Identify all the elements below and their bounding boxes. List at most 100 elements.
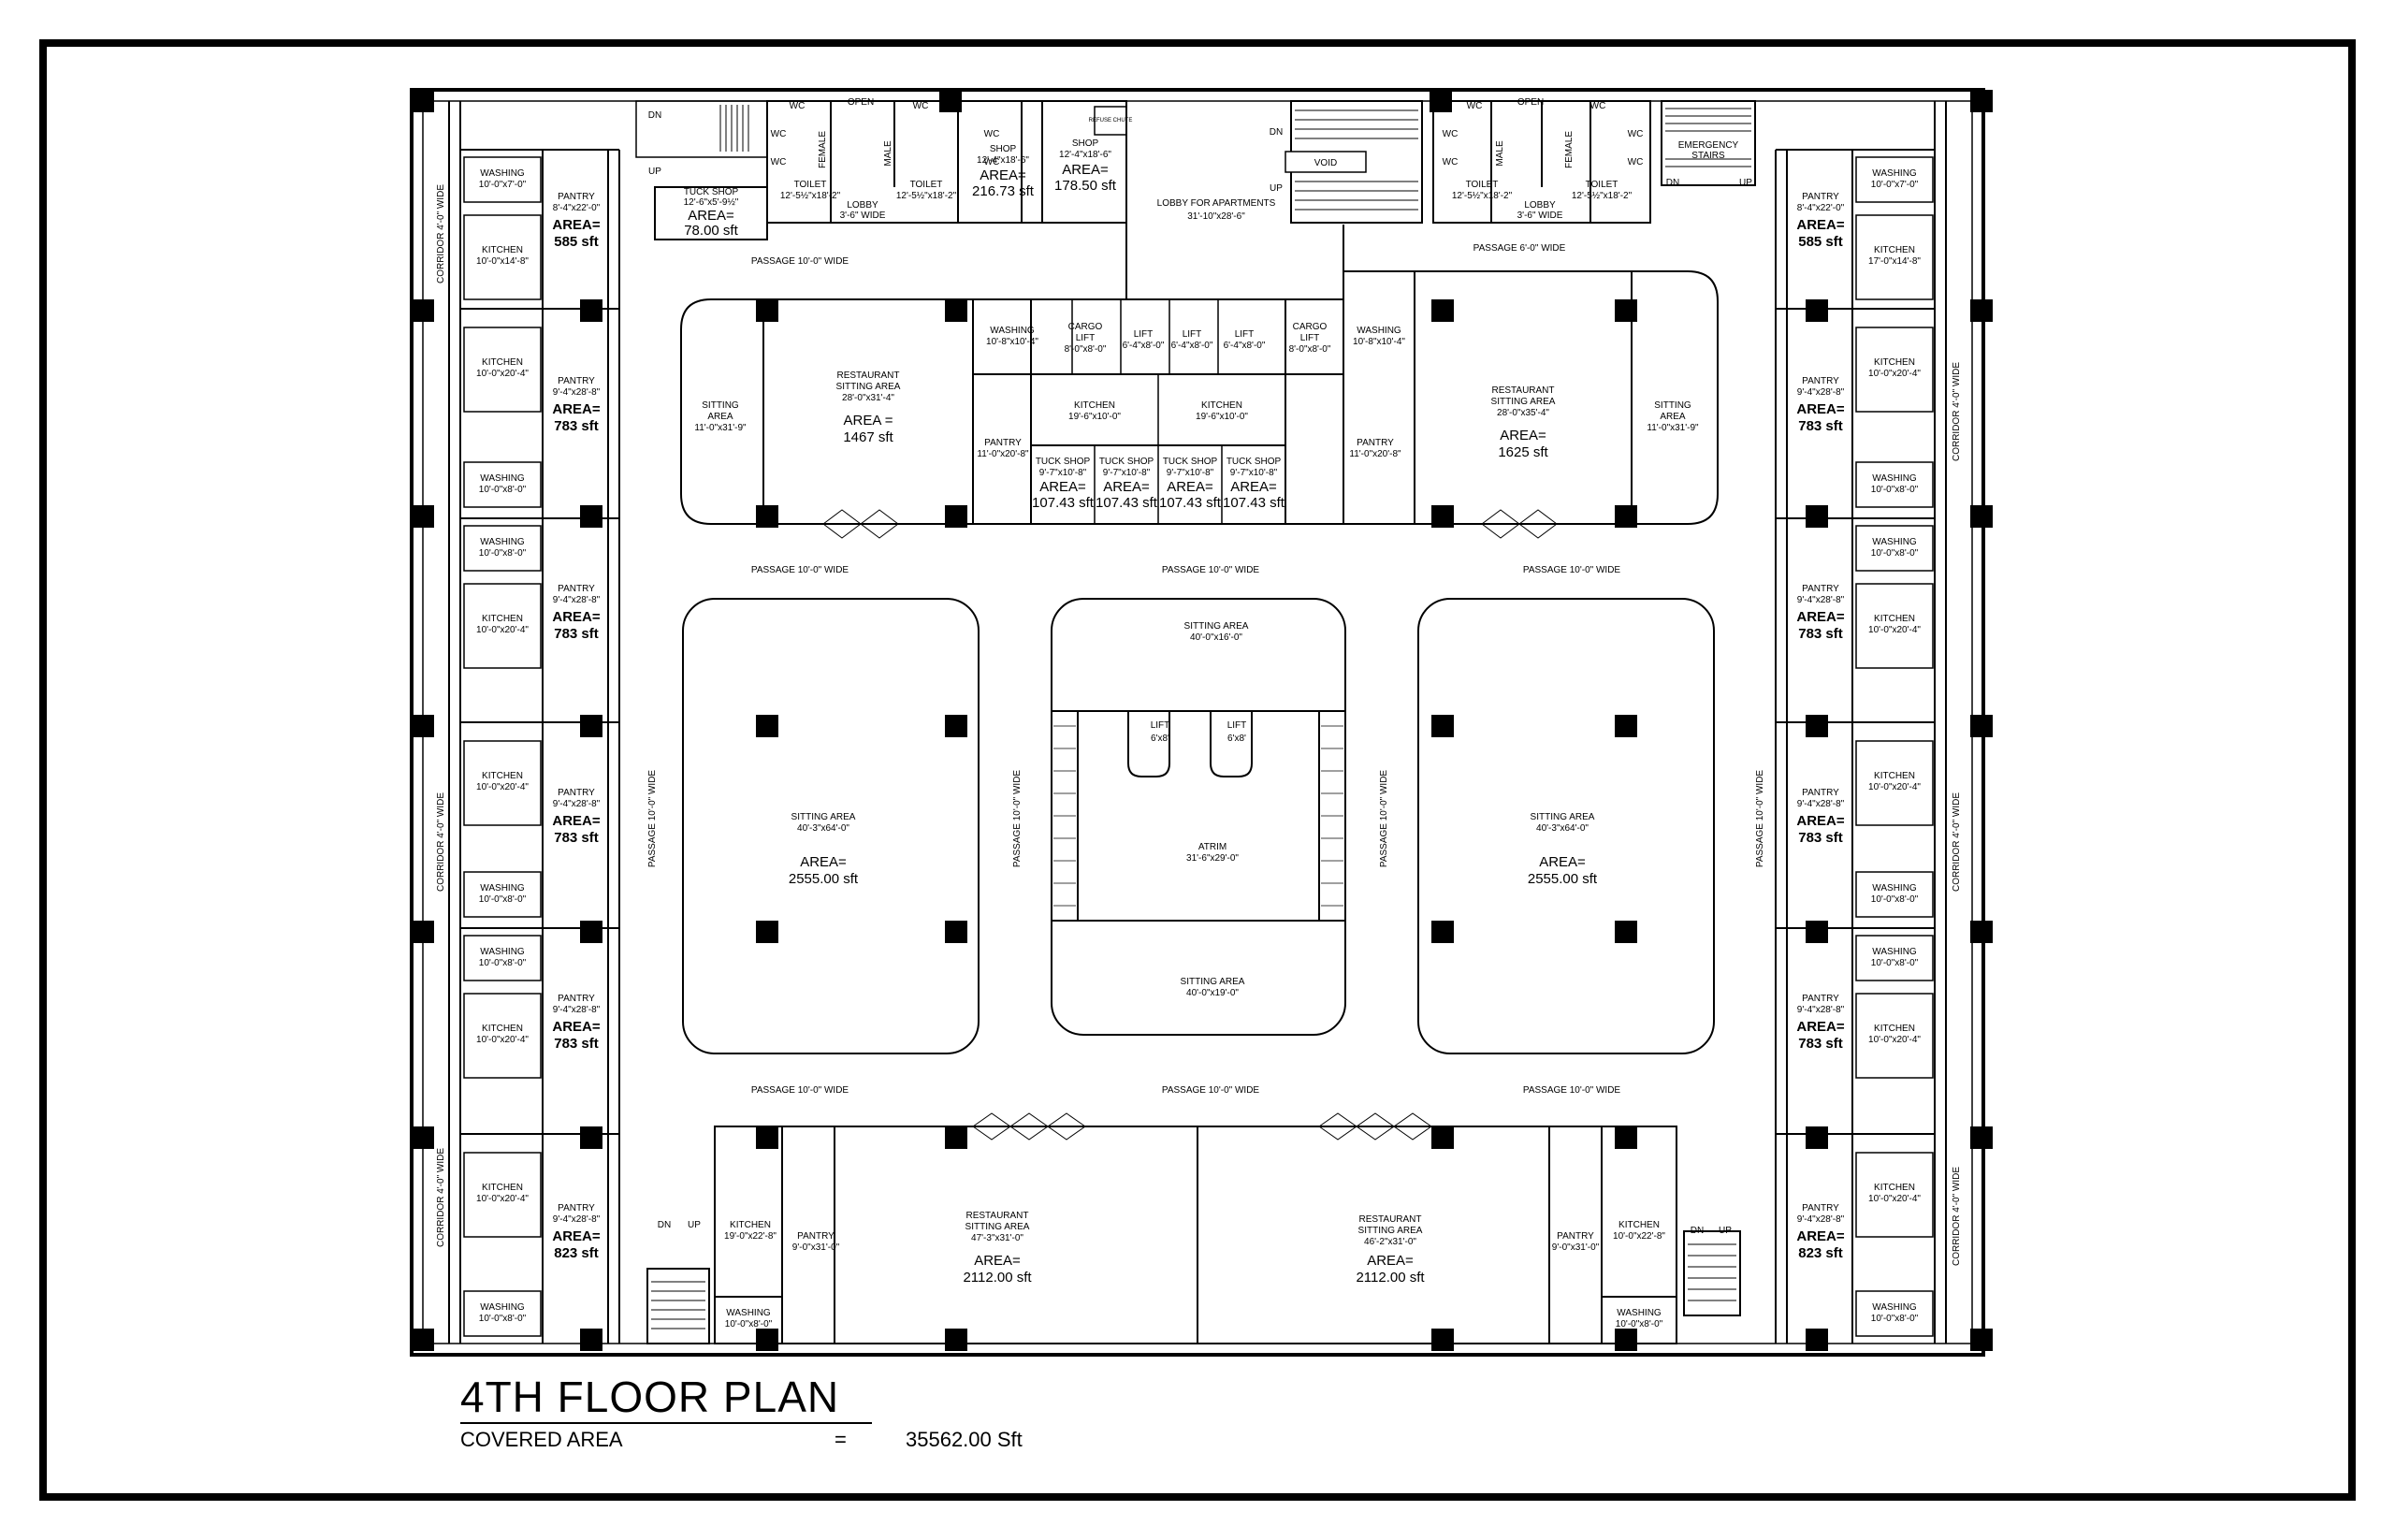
toilet-dim-right-1: 12'-5½"x18'-2" [1452,191,1513,201]
washing-upper-right-dim: 10'-8"x10'-4" [1353,337,1405,347]
lift-upper-1: LIFT [1134,329,1154,340]
left-washing-dim-1: 10'-0"x7'-0" [479,180,527,190]
right-area-label-6: AREA= [1796,1228,1845,1244]
tuck-1-area-label: AREA= [1039,479,1086,495]
restaurant-lower-left-label-2: SITTING AREA [965,1222,1030,1232]
structural-columns [412,90,1993,1351]
column-6 [756,299,778,322]
wc-9: WC [1443,157,1459,167]
right-apartment-3: WASHING10'-0"x8'-0"KITCHEN10'-0"x20'-4"P… [1776,517,1935,669]
title-underline [460,1422,872,1424]
pantry-lower-right-label: PANTRY [1557,1231,1594,1242]
tuckshop-top-dim: 12'-6"x5'-9½" [684,197,739,208]
column-11 [412,505,434,528]
right-washing-5: WASHING [1872,947,1917,957]
right-pantry-dim-5: 9'-4"x28'-8" [1797,1005,1845,1015]
column-23 [412,921,434,943]
corridor-label-right-2: CORRIDOR 4'-0" WIDE [1952,792,1962,892]
restaurant-upper-left-area-label: AREA = [844,413,893,429]
column-50 [1806,921,1828,943]
right-area-label-4: AREA= [1796,813,1845,829]
left-area-label-6: AREA= [552,1228,601,1244]
column-19 [945,715,967,737]
column-38 [1431,1329,1454,1351]
column-10 [1970,299,1993,322]
right-kitchen-4: KITCHEN [1874,771,1915,781]
left-pantry-2: PANTRY [558,376,595,386]
refuse-chute-label: REFUSE CHUTE [1089,118,1133,123]
sitting-upper-right-dim: 11'-0"x31'-9" [1647,423,1699,433]
right-pantry-6: PANTRY [1802,1203,1839,1213]
shop-2-dim: 12'-4"x18'-6" [1059,150,1111,160]
right-pantry-1: PANTRY [1802,192,1839,202]
restaurant-lower-right-area-label: AREA= [1367,1253,1414,1269]
right-apartment-2: WASHING10'-0"x8'-0"KITCHEN10'-0"x20'-4"P… [1776,308,1935,508]
lift-upper-1-dim: 6'-4"x8'-0" [1123,341,1165,351]
tuck-3-dim: 9'-7"x10'-8" [1167,468,1214,478]
passage-top-left: PASSAGE 10'-0" WIDE [751,256,849,267]
wc-11: WC [1628,129,1644,139]
left-pantry-1: PANTRY [558,192,595,202]
restaurant-upper-left-label-1: RESTAURANT [836,370,899,381]
sheet-frame [39,39,2356,1501]
left-kitchen-4: KITCHEN [482,771,523,781]
sitting-mid-left-area-label: AREA= [800,854,847,870]
pantry-upper-left-dim: 11'-0"x20'-8" [977,449,1029,459]
right-pantry-2: PANTRY [1802,376,1839,386]
sitting-bottom-dim: 40'-0"x19'-0" [1186,988,1239,998]
right-pantry-dim-1: 8'-4"x22'-0" [1797,203,1845,213]
column-20 [1431,715,1454,737]
right-area-label-1: AREA= [1796,217,1845,233]
column-9 [1615,299,1637,322]
left-area-value-6: 823 sft [554,1245,599,1261]
pantry-lower-left-dim: 9'-0"x31'-0" [792,1242,840,1253]
left-washing-dim-5: 10'-0"x8'-0" [479,958,527,968]
sitting-upper-left-dim: 11'-0"x31'-9" [694,423,747,433]
sitting-top-dim: 40'-0"x16'-0" [1190,632,1242,643]
wc-3: WC [771,157,787,167]
column-32 [1431,1126,1454,1149]
left-pantry-dim-6: 9'-4"x28'-8" [553,1214,601,1225]
cargo-lift-right-dim: 8'-0"x8'-0" [1289,344,1331,355]
right-apartment-1: WASHING10'-0"x7'-0"KITCHEN17'-0"x14'-8"P… [1776,149,1935,300]
tuck-4-label: TUCK SHOP [1227,457,1282,467]
corridor-label-left-1: CORRIDOR 4'-0" WIDE [436,184,446,283]
restaurant-lower-left-dim: 47'-3"x31'-0" [971,1233,1023,1243]
tuckshop-top-area-value: 78.00 sft [684,223,738,239]
left-kitchen-dim-1: 10'-0"x14'-8" [476,256,529,267]
covered-area-label: COVERED AREA [460,1428,623,1451]
left-area-label-4: AREA= [552,813,601,829]
left-kitchen-dim-2: 10'-0"x20'-4" [476,369,529,379]
left-washing-2: WASHING [480,473,525,484]
column-45 [580,1126,602,1149]
right-kitchen-2: KITCHEN [1874,357,1915,368]
column-21 [1615,715,1637,737]
washing-upper-left-label: WASHING [990,326,1035,336]
lobby-dim-right: 3'-6" WIDE [1517,211,1563,221]
corridor-label-left-3: CORRIDOR 4'-0" WIDE [436,1148,446,1247]
restaurant-upper-right-label-2: SITTING AREA [1491,397,1556,407]
emergency-up: UP [1739,178,1752,188]
column-8 [1431,299,1454,322]
left-kitchen-dim-3: 10'-0"x20'-4" [476,625,529,635]
column-34 [1970,1126,1993,1149]
upper-block: SITTING AREA 11'-0"x31'-9" RESTAURANT SI… [680,270,1719,539]
passage-label-right: PASSAGE 10'-0" WIDE [1755,770,1765,868]
left-area-value-1: 585 sft [554,234,599,250]
right-area-value-4: 783 sft [1798,830,1843,846]
sitting-mid-right-label: SITTING AREA [1531,812,1595,822]
tuck-2-label: TUCK SHOP [1099,457,1154,467]
lift-upper-2: LIFT [1183,329,1202,340]
passage-row-1-right: PASSAGE 10'-0" WIDE [1523,565,1621,575]
right-pantry-4: PANTRY [1802,788,1839,798]
right-kitchen-dim-6: 10'-0"x20'-4" [1868,1194,1921,1204]
toilet-dim-left-1: 12'-5½"x18'-2" [780,191,841,201]
tuck-4-dim: 9'-7"x10'-8" [1230,468,1278,478]
column-43 [580,715,602,737]
open-label-right: OPEN [1517,97,1544,108]
toilet-dim-left-2: 12'-5½"x18'-2" [896,191,957,201]
tuck-3-area-value: 107.43 sft [1159,495,1222,511]
emergency-dn: DN [1666,178,1679,188]
plan-title: 4TH FLOOR PLAN [460,1373,840,1421]
restaurant-lower-left-label-1: RESTAURANT [965,1211,1028,1221]
